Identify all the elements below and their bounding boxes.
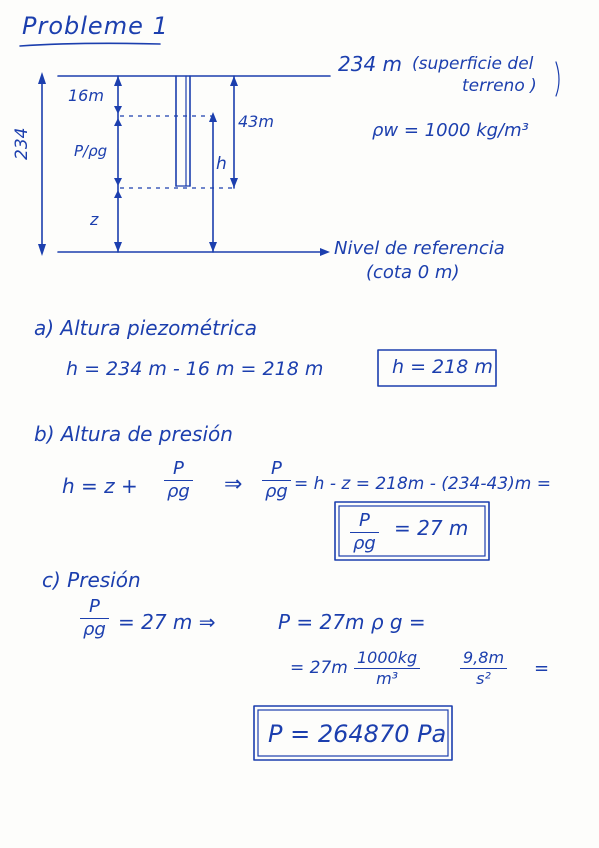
pressure-head-label: P/ρg	[74, 142, 108, 160]
height-43m-label: 43m	[238, 112, 274, 131]
frac-den: ρg	[83, 619, 106, 640]
section-c-line2-start: = 27m	[290, 658, 348, 678]
density-label: ρw = 1000 kg/m³	[372, 120, 529, 141]
section-c-result: P = 264870 Pa	[268, 720, 447, 748]
section-b-frac-1: P ρg	[164, 460, 193, 501]
section-c-line2-end: =	[534, 658, 550, 679]
h-label: h	[216, 154, 227, 174]
reference-level-line1: Nivel de referencia	[334, 238, 505, 259]
answer-box-b	[334, 501, 490, 561]
section-a-heading: a) Altura piezométrica	[34, 316, 257, 340]
frac-den: ρg	[265, 481, 288, 502]
frac-den: ρg	[167, 481, 190, 502]
page-title: Probleme 1	[22, 12, 169, 40]
section-c-line2-frac1: 1000kg m³	[354, 648, 421, 688]
surface-elevation-unit: m	[382, 52, 403, 76]
answer-box-a	[377, 349, 497, 387]
frac-den: ρg	[353, 533, 376, 554]
section-b-frac-2: P ρg	[262, 460, 291, 501]
section-c-line1-rhs: P = 27m ρ g =	[278, 610, 426, 634]
surface-elevation: 234 m	[338, 54, 402, 74]
z-label: z	[90, 210, 99, 229]
reference-level-line2: (cota 0 m)	[366, 262, 460, 283]
section-c-frac: P ρg	[80, 598, 109, 639]
section-c-line2-frac2: 9,8m s²	[460, 648, 508, 688]
section-b-result-frac: P ρg	[350, 512, 379, 553]
frac-num: P	[359, 510, 370, 531]
frac-num: P	[173, 458, 184, 479]
answer-box-c	[253, 705, 453, 761]
frac-num: P	[271, 458, 282, 479]
frac-den: s²	[476, 669, 491, 688]
section-c-heading: c) Presión	[42, 568, 141, 592]
section-a-equation: h = 234 m - 16 m = 218 m	[66, 358, 324, 380]
frac-num: P	[89, 596, 100, 617]
frac-den: m³	[376, 669, 399, 688]
depth-top-label: 16m	[68, 86, 104, 105]
section-b-implies: ⇒	[224, 472, 243, 497]
frac-num: 1000kg	[357, 648, 418, 667]
section-b-heading: b) Altura de presión	[34, 422, 233, 446]
surface-note-2: terreno )	[462, 76, 537, 96]
section-a-result: h = 218 m	[392, 356, 493, 378]
section-c-line1-rest: = 27 m ⇒	[118, 610, 216, 634]
surface-elevation-value: 234	[338, 52, 377, 76]
left-total-label: 234	[12, 127, 32, 160]
section-b-lhs: h = z +	[62, 474, 138, 498]
section-b-result: = 27 m	[394, 516, 469, 540]
surface-note-1: (superficie del	[412, 54, 534, 74]
frac-num: 9,8m	[463, 648, 505, 667]
section-b-rhs: = h - z = 218m - (234-43)m =	[294, 474, 551, 494]
